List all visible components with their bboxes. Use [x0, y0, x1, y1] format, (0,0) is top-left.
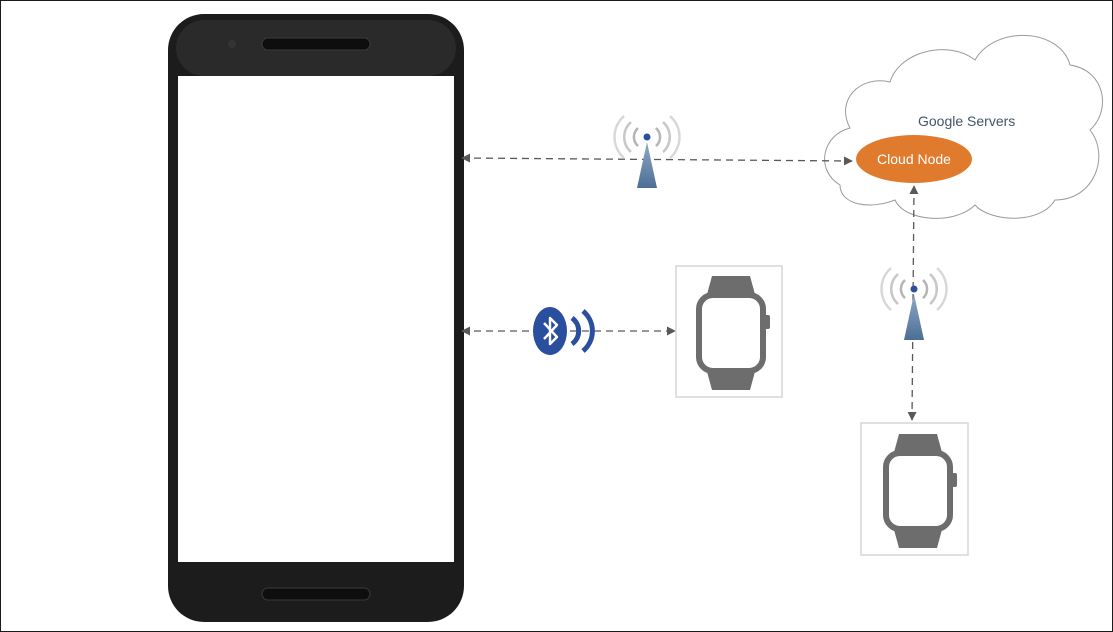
cloud-icon: Google Servers Cloud Node — [824, 35, 1104, 219]
smartwatch-icon — [675, 265, 783, 398]
connector-cloud-watch — [907, 185, 919, 421]
cloud-node-shape — [856, 135, 972, 183]
wifi-tower-icon — [880, 267, 948, 340]
watch-1-case — [696, 292, 766, 374]
smartwatch-icon — [860, 422, 969, 556]
cloud-node-label: Cloud Node — [877, 151, 951, 167]
phone-speaker-bottom — [261, 587, 371, 601]
bluetooth-icon — [533, 307, 595, 355]
phone-camera — [228, 40, 236, 48]
connector-phone-cloud — [461, 153, 853, 166]
watch-2-case — [883, 450, 953, 532]
watch-1-crown — [764, 315, 770, 329]
phone-icon — [168, 14, 464, 622]
watch-2-crown — [951, 473, 957, 487]
cloud-title: Google Servers — [918, 113, 1015, 129]
wifi-tower-icon — [613, 115, 681, 188]
phone-screen — [178, 76, 454, 562]
phone-speaker-top — [261, 37, 371, 51]
